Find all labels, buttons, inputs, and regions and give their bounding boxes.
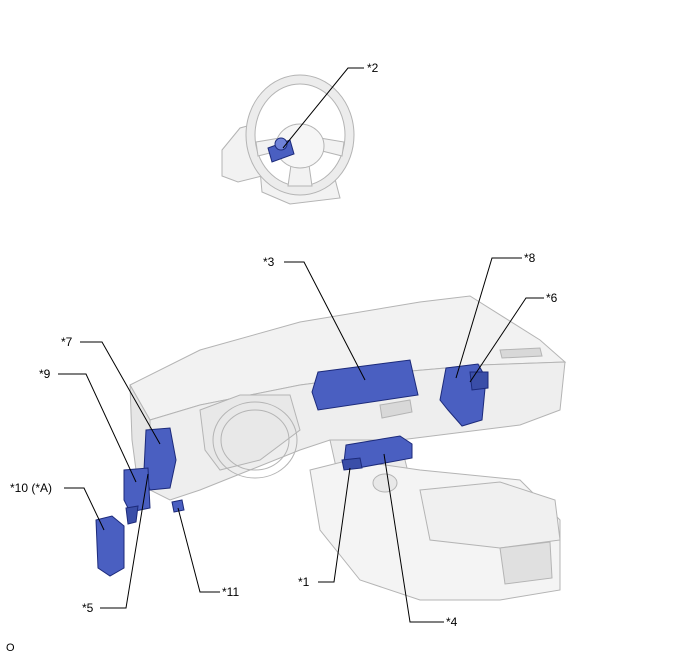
callout-2: *2 <box>367 61 379 75</box>
callout-6: *6 <box>546 291 558 305</box>
callout-10: *10 (*A) <box>10 481 53 495</box>
callout-1: *1 <box>298 575 310 589</box>
callout-4: *4 <box>446 615 458 629</box>
component-9-module <box>123 467 151 513</box>
leader-2 <box>282 67 364 149</box>
leader-8 <box>455 257 522 379</box>
leader-1 <box>318 467 351 583</box>
component-5-bracket <box>125 505 139 525</box>
component-11-sensor <box>171 499 185 513</box>
callout-5: *5 <box>82 601 94 615</box>
leader-10 <box>64 487 105 531</box>
leader-5 <box>100 473 149 609</box>
component-2-ring <box>274 137 288 151</box>
leader-3 <box>284 261 366 381</box>
leader-lines <box>58 67 544 623</box>
component-3-display <box>311 359 419 411</box>
callout-3: *3 <box>263 255 275 269</box>
leader-9 <box>58 373 137 483</box>
leader-7 <box>80 341 161 445</box>
callout-7: *7 <box>61 335 73 349</box>
component-10-key <box>95 515 125 577</box>
leader-6 <box>469 297 544 383</box>
callout-11: *11 <box>222 585 240 599</box>
steering-wheel-illustration <box>221 74 355 205</box>
figure-code: O <box>6 642 15 654</box>
callout-8: *8 <box>524 251 536 265</box>
leader-4 <box>383 453 444 623</box>
callout-9: *9 <box>39 367 51 381</box>
component-1-bracket <box>341 457 363 471</box>
component-6-bracket <box>469 371 489 391</box>
leader-11 <box>177 507 220 593</box>
